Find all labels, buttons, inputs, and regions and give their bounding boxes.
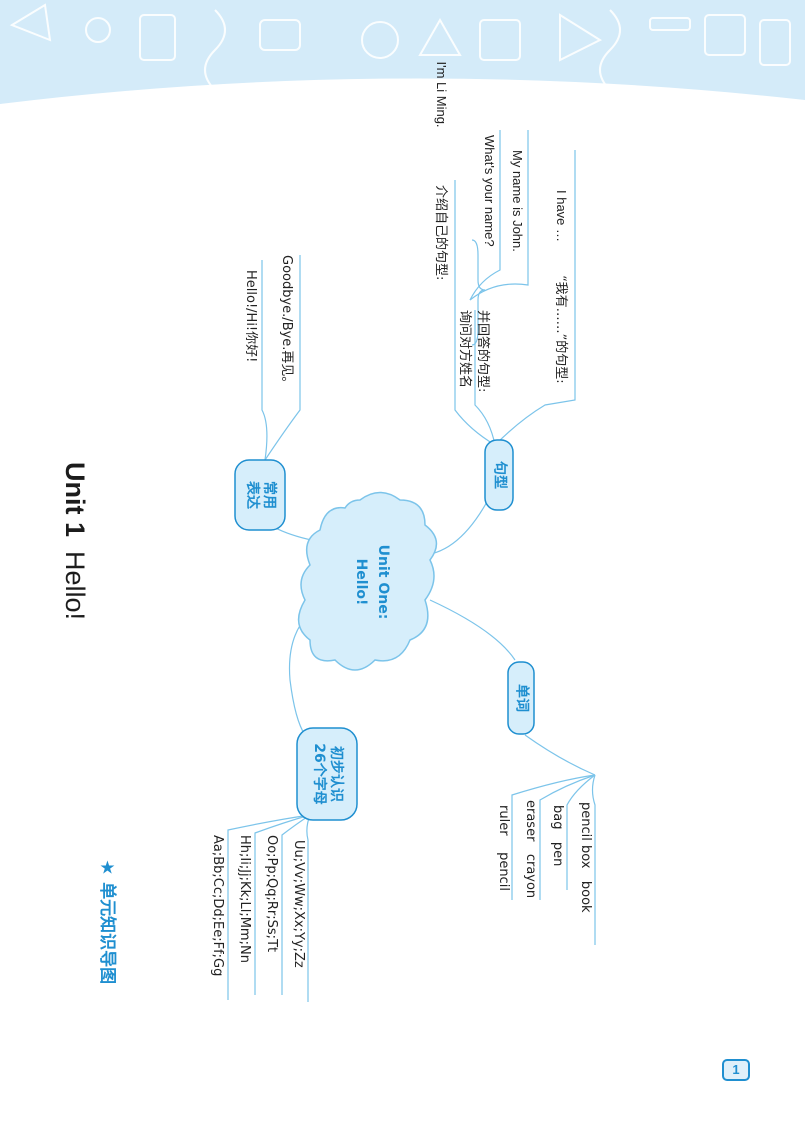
lightbulb-icon [85,17,111,43]
letters-row-4: Uu;Vv;Ww;Xx;Yy;Zz [291,840,306,968]
star-icon: ★ [99,857,116,879]
words-row-4: pencil box book [578,802,593,913]
section-heading: ★单元知识导图 [97,857,117,985]
page-number: 1 [722,1059,750,1081]
sentence-have-prompt: “我有……”的句型: [553,275,568,384]
notepad-icon [759,19,791,66]
sentence-ask-name-prompt-1: 询问对方姓名 [457,310,472,389]
triangle-icon [559,13,603,62]
words-row-1: ruler pencil [496,805,511,891]
sentence-ask-name-prompt-2: 并回答的句型: [475,310,490,393]
flask-icon [418,17,462,56]
unit-number: Unit 1 [60,462,90,538]
notebook-icon [139,14,176,61]
letters-row-1: Aa;Bb;Cc;Dd;Ee;Ff;Gg [210,835,225,977]
node-letters: 初步认识 26个字母 [311,743,344,805]
book-icon [259,19,301,51]
words-row-3: bag pen [550,805,565,867]
unit-name: Hello! [60,551,90,621]
letters-row-3: Oo;Pp;Qq;Rr;Ss;Tt [264,835,279,953]
calculator-icon [479,19,521,61]
paper-plane-icon [9,3,52,42]
letters-row-2: Hh;Ii;Jj;Kk;Ll;Mm;Nn [237,835,252,963]
sentence-answer: My name is John. [510,150,525,252]
expression-goodbye: Goodbye./Bye.再见。 [279,255,294,390]
header-banner [0,0,805,104]
node-expressions: 常用 表达 [244,481,277,509]
sentence-introduce: 介绍自己的句型: I'm Li Ming. [433,61,449,281]
sentence-have: I have … [554,190,569,243]
center-topic: Unit One: Hello! [353,544,391,620]
node-sentences: 句型 [491,461,508,489]
sentence-question: What's your name? [482,135,497,247]
page-title: Unit 1 Hello! [59,462,90,620]
tablet-icon [704,14,746,56]
dna-icon-2 [599,9,621,91]
node-words: 单词 [513,684,530,712]
ruler-icon [649,17,691,31]
words-row-2: eraser crayon [523,800,538,899]
expression-hello: Hello!/Hi!你好! [243,270,258,363]
dna-icon [204,9,226,91]
clock-icon [361,21,399,59]
